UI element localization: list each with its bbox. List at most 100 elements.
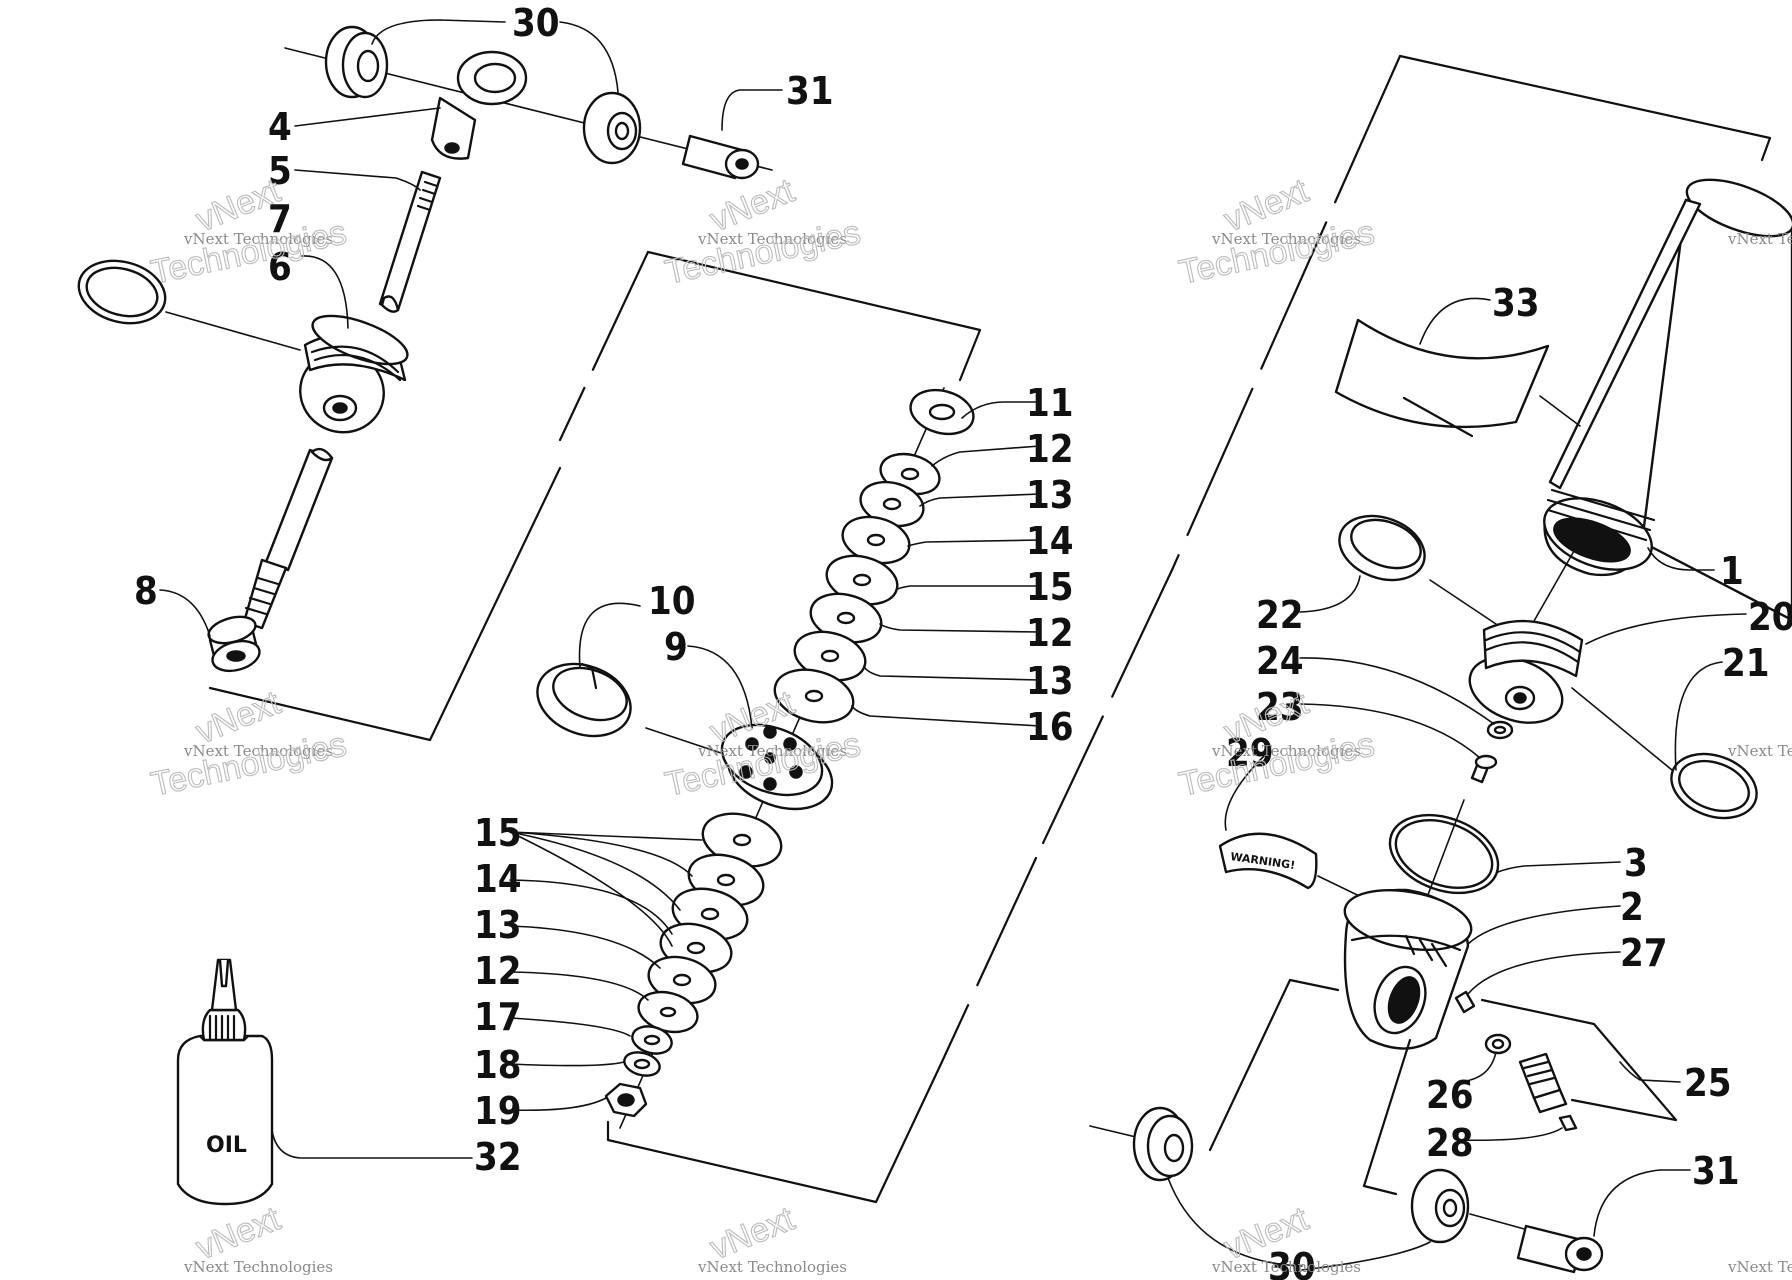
label-3: 3	[1624, 841, 1648, 885]
reservoir-body-1	[1543, 178, 1792, 622]
watermark-line3: Technologies	[148, 725, 350, 803]
watermark: vNext vNext Technologies Technologies	[147, 171, 350, 293]
watermark-line1: vNext Technologies	[183, 742, 333, 760]
watermark: vNext vNext Technologies Technologies	[1175, 683, 1378, 805]
label-9: 9	[664, 625, 688, 669]
bushing-30-bottom-left	[1132, 1106, 1194, 1182]
right-body-assembly: WARNING!	[1089, 54, 1792, 1274]
label-18: 18	[474, 1043, 522, 1087]
label-21: 21	[1722, 641, 1770, 685]
washer-26	[1484, 1033, 1512, 1055]
shock-body-2	[1343, 888, 1473, 1050]
washer-11	[909, 388, 975, 436]
label-30-bottom: 30	[1268, 1245, 1316, 1280]
watermark-line1: vNext Technologies	[697, 742, 847, 760]
screw-23	[1470, 754, 1498, 784]
label-10: 10	[648, 579, 696, 623]
label-1: 1	[1720, 549, 1744, 593]
valve-25	[1518, 1052, 1568, 1114]
label-30-top: 30	[512, 1, 560, 45]
label-14-b: 14	[474, 857, 522, 901]
label-19: 19	[474, 1089, 522, 1133]
watermark: vNext Technologies	[1727, 1258, 1792, 1276]
label-12-c: 12	[474, 949, 522, 993]
label-5: 5	[268, 149, 292, 193]
watermark-line1: vNext Technologies	[1727, 1258, 1792, 1276]
label-29: 29	[1226, 731, 1274, 775]
watermark: vNext vNext Technologies Technologies	[1175, 171, 1378, 293]
label-12-b: 12	[1026, 611, 1074, 655]
warning-label-29: WARNING!	[1218, 832, 1318, 890]
label-12-a: 12	[1026, 427, 1074, 471]
nut-19	[604, 1082, 648, 1118]
watermark-line1: vNext Technologies	[1211, 1258, 1361, 1276]
washer-17	[631, 1025, 673, 1055]
label-13-a: 13	[1026, 473, 1074, 517]
shaft-eye-4	[430, 50, 528, 160]
label-28: 28	[1426, 1121, 1474, 1165]
piston-valve-stack	[536, 54, 1402, 1204]
watermark-line1: vNext Technologies	[1727, 230, 1792, 248]
shaft-5-lower	[242, 447, 334, 630]
seal-head-6	[299, 314, 409, 434]
washer-15-lower-a	[701, 812, 783, 868]
label-6: 6	[268, 245, 292, 289]
label-23: 23	[1256, 685, 1304, 729]
label-14-a: 14	[1026, 519, 1074, 563]
watermark-line1: vNext Technologies	[1211, 742, 1361, 760]
label-26: 26	[1426, 1073, 1474, 1117]
o-ring-7	[77, 259, 167, 325]
watermark: vNext Technologies	[1727, 230, 1792, 248]
piston-ring-10	[536, 662, 632, 738]
watermark-line1: vNext Technologies	[183, 230, 333, 248]
decal-33	[1334, 318, 1550, 438]
fitting-27	[1454, 990, 1476, 1014]
label-17: 17	[474, 995, 522, 1039]
label-8: 8	[134, 569, 158, 613]
label-27: 27	[1620, 931, 1668, 975]
washer-16	[773, 668, 855, 724]
label-13-b: 13	[1026, 659, 1074, 703]
label-11: 11	[1026, 381, 1074, 425]
watermark-line3: Technologies	[1176, 725, 1378, 803]
label-15-b: 15	[474, 811, 522, 855]
watermark-line1: vNext Technologies	[1727, 742, 1792, 760]
label-13-c: 13	[474, 903, 522, 947]
piston-9	[720, 723, 834, 811]
watermark-line1: vNext Technologies	[183, 1258, 333, 1276]
bushing-30-bottom-mid	[1410, 1168, 1470, 1244]
watermark-line3: Technologies	[148, 213, 350, 291]
watermark-line1: vNext Technologies	[697, 1258, 847, 1276]
leader-lines	[159, 19, 1747, 1271]
watermark-line3: Technologies	[1176, 213, 1378, 291]
part-labels: 30 31 4 5 7 6 8 11 12 13 14 15 12 13 16 …	[134, 1, 1792, 1280]
washer-13-mid	[793, 630, 867, 682]
watermark: vNext vNext Technologies	[183, 1199, 333, 1276]
label-22: 22	[1256, 593, 1304, 637]
o-ring-21	[1670, 752, 1758, 820]
bushing-30-mid	[582, 91, 642, 165]
watermark: vNext vNext Technologies	[697, 1199, 847, 1276]
watermark: vNext vNext Technologies	[1211, 1199, 1361, 1276]
label-16: 16	[1026, 705, 1074, 749]
label-2: 2	[1620, 885, 1644, 929]
label-25: 25	[1684, 1061, 1732, 1105]
label-33: 33	[1492, 281, 1540, 325]
washer-24	[1486, 720, 1514, 740]
watermark-line1: vNext Technologies	[697, 230, 847, 248]
sleeve-31-top	[681, 134, 760, 180]
watermark-line1: vNext Technologies	[1211, 230, 1361, 248]
label-7: 7	[268, 197, 292, 241]
left-upper-assembly	[77, 25, 982, 742]
bushing-30-left	[324, 25, 389, 99]
shaft-5	[378, 170, 442, 313]
watermark: vNext vNext Technologies Technologies	[147, 683, 350, 805]
ring-22	[1338, 514, 1426, 582]
label-20: 20	[1748, 595, 1792, 639]
oil-bottle-label: OIL	[206, 1133, 247, 1158]
label-32: 32	[474, 1135, 522, 1179]
label-31-top: 31	[786, 69, 834, 113]
floating-piston-20	[1468, 619, 1584, 724]
bumper-8	[207, 615, 261, 673]
